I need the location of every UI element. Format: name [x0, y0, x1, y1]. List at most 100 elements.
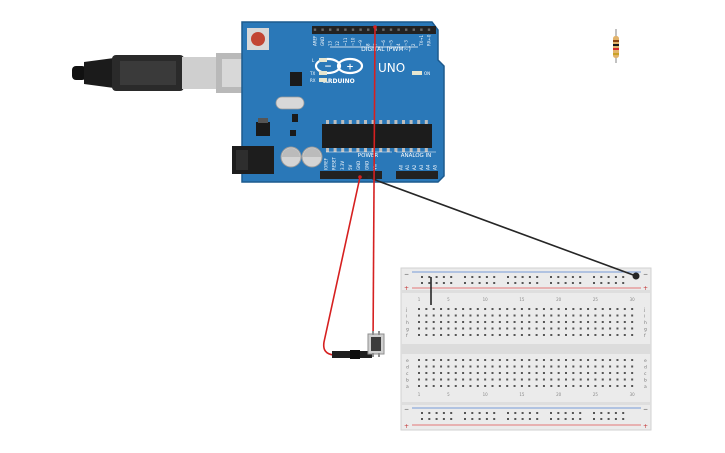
- column-number: 1: [418, 297, 421, 302]
- row-letter: i: [406, 314, 407, 320]
- column-number: 30: [630, 297, 636, 302]
- row-letter: h: [644, 320, 647, 326]
- digital-pin[interactable]: [405, 28, 408, 31]
- digital-pin-label: 7: [373, 43, 378, 46]
- svg-text:−: −: [324, 62, 332, 72]
- wire-red-pin[interactable]: [372, 25, 376, 350]
- usb-chip: [290, 72, 302, 86]
- digital-pin-label: ~6: [381, 40, 386, 46]
- analog-pin-label: A4: [426, 164, 431, 170]
- led-l-label: L: [312, 58, 315, 63]
- row-letter: b: [406, 378, 409, 384]
- digital-pin[interactable]: [412, 28, 415, 31]
- power-pin-label: IOREF: [323, 157, 328, 170]
- power-pin-label: GND: [356, 161, 361, 170]
- row-letter: f: [406, 333, 408, 339]
- pin-dot-gnd: [367, 175, 371, 179]
- resistor-icon[interactable]: [613, 29, 619, 63]
- digital-pin[interactable]: [389, 28, 393, 31]
- row-letter: c: [644, 372, 647, 377]
- power-pin-label: 5V: [348, 164, 353, 170]
- rail-bottom-plus-left: +: [404, 423, 409, 430]
- digital-pin[interactable]: [359, 28, 362, 31]
- wire-red-5v[interactable]: [322, 176, 361, 356]
- rail-top-plus-left: +: [404, 285, 409, 292]
- power-header: [320, 171, 382, 179]
- led-rx: [319, 78, 327, 82]
- column-number: 20: [556, 392, 562, 397]
- model-label: UNO: [378, 61, 405, 75]
- analog-pin-label: A2: [412, 164, 417, 170]
- digital-pin-label: RX←0: [426, 34, 431, 46]
- digital-pin[interactable]: [374, 28, 377, 31]
- arduino-logo: − +: [314, 57, 364, 75]
- digital-pin[interactable]: [329, 28, 332, 31]
- digital-pin[interactable]: [344, 28, 347, 31]
- digital-pin[interactable]: [321, 28, 324, 31]
- digital-pin[interactable]: [420, 28, 423, 31]
- digital-pin[interactable]: [382, 28, 385, 31]
- digital-pin-label: ~5: [388, 40, 393, 46]
- digital-pin-label: 2: [411, 43, 416, 46]
- column-number: 30: [630, 392, 636, 397]
- column-number: 5: [447, 297, 450, 302]
- digital-pin[interactable]: [313, 28, 317, 31]
- digital-pin[interactable]: [351, 28, 355, 31]
- column-number: 20: [556, 297, 562, 302]
- digital-pin-label: ~3: [404, 40, 409, 46]
- analog-label: ANALOG IN: [401, 153, 432, 159]
- digital-pin-label: 4: [396, 43, 401, 46]
- power-pin-label: RESET: [332, 157, 337, 170]
- led-on: [412, 71, 422, 75]
- reset-button[interactable]: [247, 28, 269, 50]
- row-letter: j: [643, 307, 645, 313]
- digital-pin-label: 8: [366, 43, 371, 46]
- digital-pin-label: ~10: [350, 37, 355, 46]
- row-letter: d: [644, 365, 647, 371]
- column-number: 25: [593, 297, 599, 302]
- row-letter: d: [406, 365, 409, 371]
- row-letter: g: [406, 328, 409, 333]
- digital-pin[interactable]: [367, 28, 370, 31]
- column-number: 15: [519, 392, 525, 397]
- column-number: 15: [519, 297, 525, 302]
- digital-pin[interactable]: [427, 28, 431, 31]
- digital-label: DIGITAL (PWM~): [361, 46, 411, 53]
- digital-pin-label: GND: [320, 37, 325, 46]
- usb-cable-icon[interactable]: [72, 53, 268, 93]
- capacitor-smd-2: [290, 130, 296, 136]
- voltage-regulator: [256, 122, 270, 136]
- column-number: 1: [418, 392, 421, 397]
- pin-dot-digital: [373, 25, 377, 29]
- rail-bottom-plus-right: +: [643, 423, 648, 430]
- rail-top-plus-right: +: [643, 285, 648, 292]
- column-number: 25: [593, 392, 599, 397]
- column-number: 10: [483, 392, 489, 397]
- wire-black-gnd[interactable]: [368, 176, 637, 277]
- row-letter: a: [406, 385, 409, 390]
- digital-pin[interactable]: [336, 28, 339, 31]
- crystal-oscillator: [275, 96, 305, 110]
- svg-text:+: +: [346, 63, 354, 73]
- microcontroller-chip: [322, 124, 432, 148]
- row-letter: e: [644, 359, 647, 364]
- led-tx-label: TX: [309, 71, 315, 76]
- digital-pin[interactable]: [397, 28, 400, 31]
- digital-pin-label: TX→1: [419, 34, 424, 47]
- rail-bottom-minus-left: −: [404, 406, 409, 413]
- digital-header: [312, 26, 436, 34]
- rail-top-minus-left: −: [404, 271, 409, 278]
- row-letter: i: [644, 314, 645, 320]
- analog-pin-label: A3: [419, 164, 424, 170]
- analog-pin-label: A0: [398, 164, 403, 170]
- pushbutton-icon[interactable]: [332, 331, 385, 359]
- pin-dot-5v: [358, 175, 362, 179]
- capacitor-2: [301, 146, 323, 168]
- capacitor-smd: [292, 114, 298, 122]
- row-letter: c: [406, 372, 409, 377]
